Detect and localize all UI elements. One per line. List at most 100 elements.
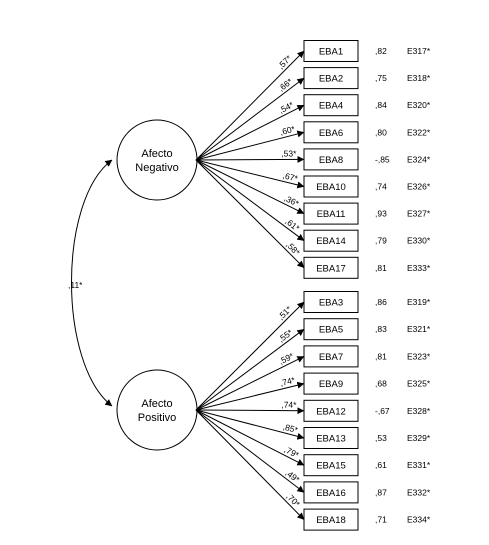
indicator-label: EBA10 — [316, 182, 346, 193]
loading-arrow — [195, 409, 305, 440]
residual-value: ,61 — [375, 460, 387, 470]
indicator-label: EBA12 — [316, 406, 346, 417]
indicator-label: EBA5 — [319, 325, 343, 336]
loading-value: ,55* — [276, 327, 295, 344]
indicator-label: EBA13 — [316, 434, 346, 445]
loading-value: ,67* — [282, 170, 300, 183]
indicator-label: EBA8 — [319, 155, 343, 166]
loading-value: ,74* — [281, 400, 297, 410]
loading-value: ,85* — [282, 422, 300, 436]
error-term: E322* — [407, 127, 431, 137]
loading-value: ,79* — [283, 444, 302, 460]
indicator-box — [303, 345, 359, 368]
loading-value: ,49* — [283, 468, 302, 486]
loading-value: ,61* — [283, 216, 302, 233]
error-term: E330* — [407, 236, 431, 246]
loading-arrow — [195, 328, 305, 411]
factor-label-line2: Positivo — [138, 412, 177, 424]
factor-afecto-positivo: Afecto Positivo — [116, 369, 198, 451]
loading-arrow — [195, 50, 305, 161]
loading-arrow — [195, 159, 305, 215]
loading-arrow — [195, 409, 305, 493]
loading-value: ,66* — [276, 76, 295, 94]
loading-value: ,59* — [277, 350, 296, 366]
loading-arrow — [195, 159, 305, 242]
loading-value: ,53* — [281, 148, 297, 158]
loading-arrow — [195, 409, 305, 520]
indicator-label: EBA1 — [319, 47, 343, 58]
loading-arrow — [195, 159, 305, 269]
factor-circle — [116, 369, 198, 451]
error-term: E321* — [407, 324, 431, 334]
loading-value: ,51* — [276, 304, 294, 322]
loading-arrow — [195, 104, 305, 161]
indicator-box — [303, 291, 359, 313]
residual-value: ,86 — [375, 297, 387, 307]
indicator-box — [303, 399, 359, 422]
error-term: E324* — [407, 154, 431, 164]
factor-label-line1: Afecto — [141, 148, 172, 160]
factor-afecto-negativo: Afecto Negativo — [116, 119, 198, 201]
indicator-label: EBA15 — [316, 461, 346, 472]
indicator-label: EBA16 — [316, 488, 346, 499]
indicator-box — [303, 94, 359, 117]
indicator-box — [303, 454, 359, 477]
error-term: E327* — [407, 209, 431, 219]
residual-value: ,81 — [375, 263, 387, 273]
loading-arrow — [195, 301, 305, 411]
error-term: E326* — [407, 182, 431, 192]
indicator-box — [303, 372, 359, 395]
loading-arrow — [195, 355, 305, 411]
error-term: E333* — [407, 263, 431, 273]
loading-arrow — [195, 409, 305, 466]
factor-positivo-paths: EBA3 ,51* ,86 E319* EBA5 ,55* ,83 E321* EBA7 ,59*… — [195, 291, 431, 531]
factor-correlation-arrow — [71, 159, 113, 407]
error-term: E323* — [407, 351, 431, 361]
loading-value: ,70* — [284, 491, 302, 509]
indicator-label: EBA6 — [319, 128, 343, 139]
error-term: E328* — [407, 406, 431, 416]
indicator-box — [303, 481, 359, 504]
indicator-box — [303, 256, 359, 279]
loading-arrow — [195, 155, 305, 163]
factor-label-line2: Negativo — [135, 162, 178, 174]
indicator-box — [303, 148, 359, 171]
factor-circle — [116, 119, 198, 201]
indicator-box — [303, 40, 359, 62]
residual-value: ,83 — [375, 324, 387, 334]
residual-value: -,67 — [375, 406, 390, 416]
indicator-label: EBA7 — [319, 352, 343, 363]
error-term: E319* — [407, 297, 431, 307]
residual-value: ,84 — [375, 100, 387, 110]
residual-value: ,74 — [375, 182, 387, 192]
error-term: E329* — [407, 433, 431, 443]
indicator-box — [303, 202, 359, 225]
loading-arrow — [195, 381, 305, 411]
error-term: E332* — [407, 487, 431, 497]
loading-value: ,54* — [277, 99, 296, 115]
indicator-label: EBA17 — [316, 263, 346, 274]
loading-arrow — [195, 130, 305, 161]
error-term: E318* — [407, 73, 431, 83]
indicator-box — [303, 121, 359, 144]
residual-value: ,71 — [375, 515, 387, 525]
indicator-label: EBA4 — [319, 101, 343, 112]
factor-label-line1: Afecto — [141, 398, 172, 410]
indicator-label: EBA3 — [319, 298, 343, 309]
residual-value: ,87 — [375, 487, 387, 497]
residual-value: ,68 — [375, 379, 387, 389]
residual-value: ,80 — [375, 127, 387, 137]
indicator-box — [303, 175, 359, 198]
error-term: E334* — [407, 515, 431, 525]
residual-value: ,81 — [375, 351, 387, 361]
indicator-label: EBA14 — [316, 236, 346, 247]
indicator-box — [303, 427, 359, 449]
error-term: E320* — [407, 100, 431, 110]
indicator-box — [303, 318, 359, 341]
loading-value: ,57* — [276, 53, 294, 71]
residual-value: ,75 — [375, 73, 387, 83]
indicator-label: EBA9 — [319, 379, 343, 390]
residual-value: ,82 — [375, 46, 387, 56]
loading-value: ,58* — [284, 240, 302, 258]
